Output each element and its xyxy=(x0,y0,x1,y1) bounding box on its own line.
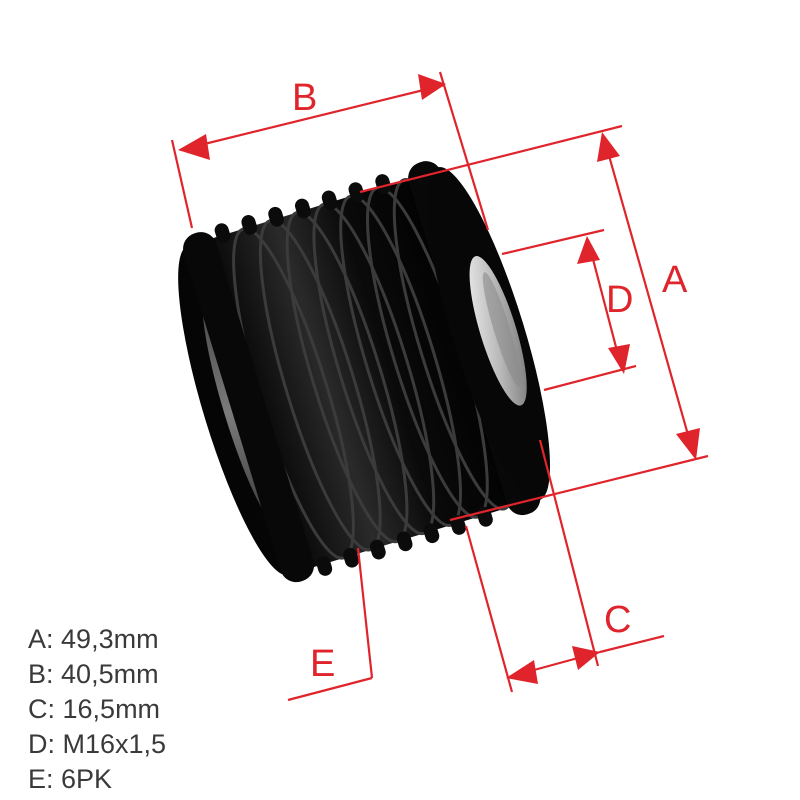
dimension-a: A xyxy=(359,124,709,522)
dimension-c: C xyxy=(464,439,665,693)
back-flange xyxy=(183,232,315,583)
spec-b: B: 40,5mm xyxy=(28,659,159,689)
label-e: E xyxy=(310,643,335,685)
dimension-d: D xyxy=(501,228,637,392)
label-b: B xyxy=(292,77,317,119)
dimension-b: B xyxy=(170,71,490,231)
label-d: D xyxy=(606,279,633,321)
rib-profile xyxy=(214,174,493,576)
spec-e: E: 6PK xyxy=(28,764,113,794)
spec-c: C: 16,5mm xyxy=(28,694,161,724)
label-a: A xyxy=(662,259,688,301)
spec-d: D: M16x1,5 xyxy=(28,729,167,759)
spec-list: A: 49,3mm B: 40,5mm C: 16,5mm D: M16x1,5… xyxy=(28,622,166,797)
pulley-body xyxy=(178,161,551,583)
dimension-e: E xyxy=(287,547,374,702)
label-c: C xyxy=(604,599,631,641)
spec-a: A: 49,3mm xyxy=(28,624,159,654)
